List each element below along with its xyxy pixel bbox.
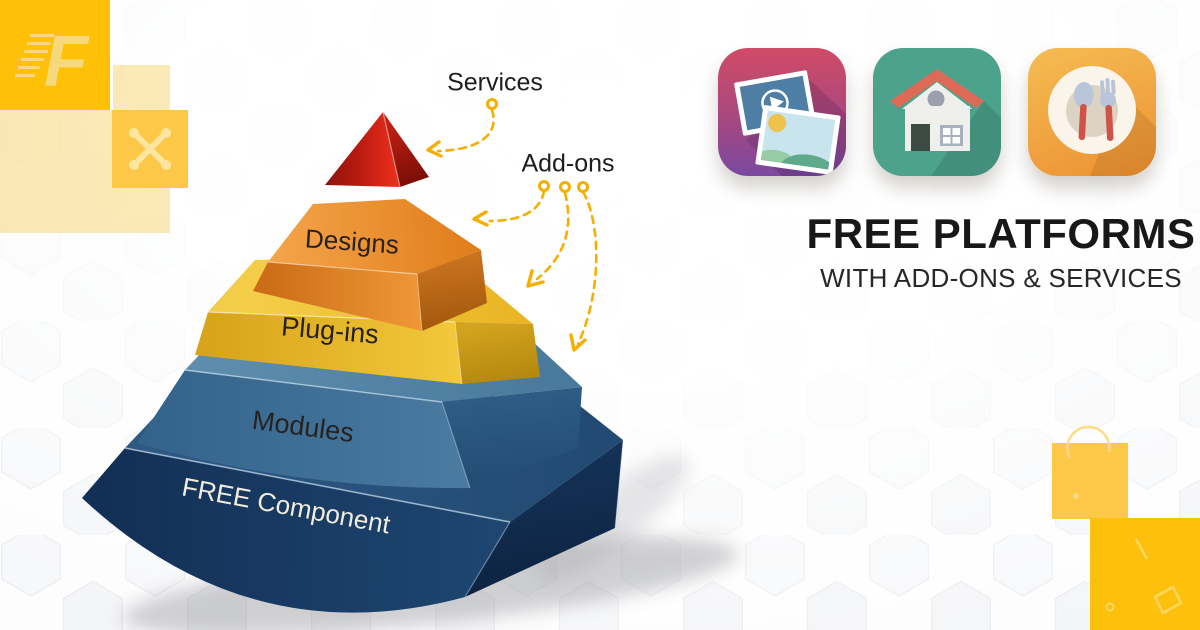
decor-bottom-right bbox=[1052, 425, 1200, 630]
headline-title: FREE PLATFORMS bbox=[806, 210, 1196, 257]
decor-dot-1 bbox=[1073, 493, 1079, 499]
logo-f-speedlines bbox=[15, 34, 54, 77]
spoon-icon bbox=[1073, 82, 1094, 140]
house-roof bbox=[890, 69, 984, 108]
dashed-arrow-addons-designs bbox=[488, 189, 546, 223]
round-window-icon bbox=[927, 90, 945, 108]
decor-amber-square bbox=[1052, 443, 1128, 519]
logo-letter: F bbox=[44, 22, 90, 102]
decor-arc bbox=[1066, 425, 1111, 459]
arrowhead-services bbox=[426, 140, 443, 158]
headline-subtitle: WITH ADD-ONS & SERVICES bbox=[820, 263, 1182, 294]
pyramid-layer-designs bbox=[253, 199, 487, 332]
home-app-icon bbox=[873, 48, 1001, 176]
arrow-origin-dot-services bbox=[486, 98, 498, 110]
dashed-arrow-addons-modules bbox=[576, 190, 598, 346]
callout-label-addons: Add-ons bbox=[521, 149, 615, 178]
callout-arrows bbox=[426, 98, 598, 352]
app-icon-row bbox=[718, 48, 1156, 176]
fork-icon bbox=[1099, 77, 1116, 141]
decor-diamond-outline bbox=[1153, 585, 1183, 615]
pyramid-tip-services bbox=[325, 111, 429, 188]
decor-yellow-square bbox=[1090, 518, 1200, 630]
arrowhead-addons-plugins bbox=[526, 269, 545, 288]
joomla-square bbox=[112, 110, 188, 188]
arrow-origin-dot-addons-2 bbox=[559, 181, 571, 193]
decor-pale-square-small bbox=[113, 65, 170, 110]
joomla-icon-dots bbox=[129, 128, 171, 170]
house-door bbox=[911, 124, 930, 151]
decor-tick-line bbox=[1134, 538, 1149, 560]
dashed-arrow-services bbox=[436, 108, 495, 153]
photo-gallery-app-icon bbox=[718, 48, 846, 176]
logo-square: F bbox=[0, 0, 110, 110]
photo-gallery-icon-art bbox=[734, 70, 846, 176]
decor-dot-2 bbox=[1105, 602, 1115, 612]
arrowhead-addons-modules bbox=[569, 333, 587, 352]
dashed-arrow-addons-plugins bbox=[535, 191, 570, 281]
square-window-icon bbox=[940, 125, 963, 146]
sun-icon bbox=[768, 113, 787, 132]
home-icon-art bbox=[890, 69, 1001, 176]
restaurant-icon-art bbox=[1048, 66, 1156, 176]
callout-label-services: Services bbox=[447, 68, 543, 97]
headline-block: FREE PLATFORMS WITH ADD-ONS & SERVICES bbox=[780, 210, 1200, 294]
landscape-photo-card bbox=[755, 105, 841, 175]
joomla-icon bbox=[135, 134, 165, 164]
arrowhead-addons-designs bbox=[472, 210, 489, 227]
layer-label-designs: Designs bbox=[304, 223, 400, 260]
restaurant-app-icon bbox=[1028, 48, 1156, 176]
